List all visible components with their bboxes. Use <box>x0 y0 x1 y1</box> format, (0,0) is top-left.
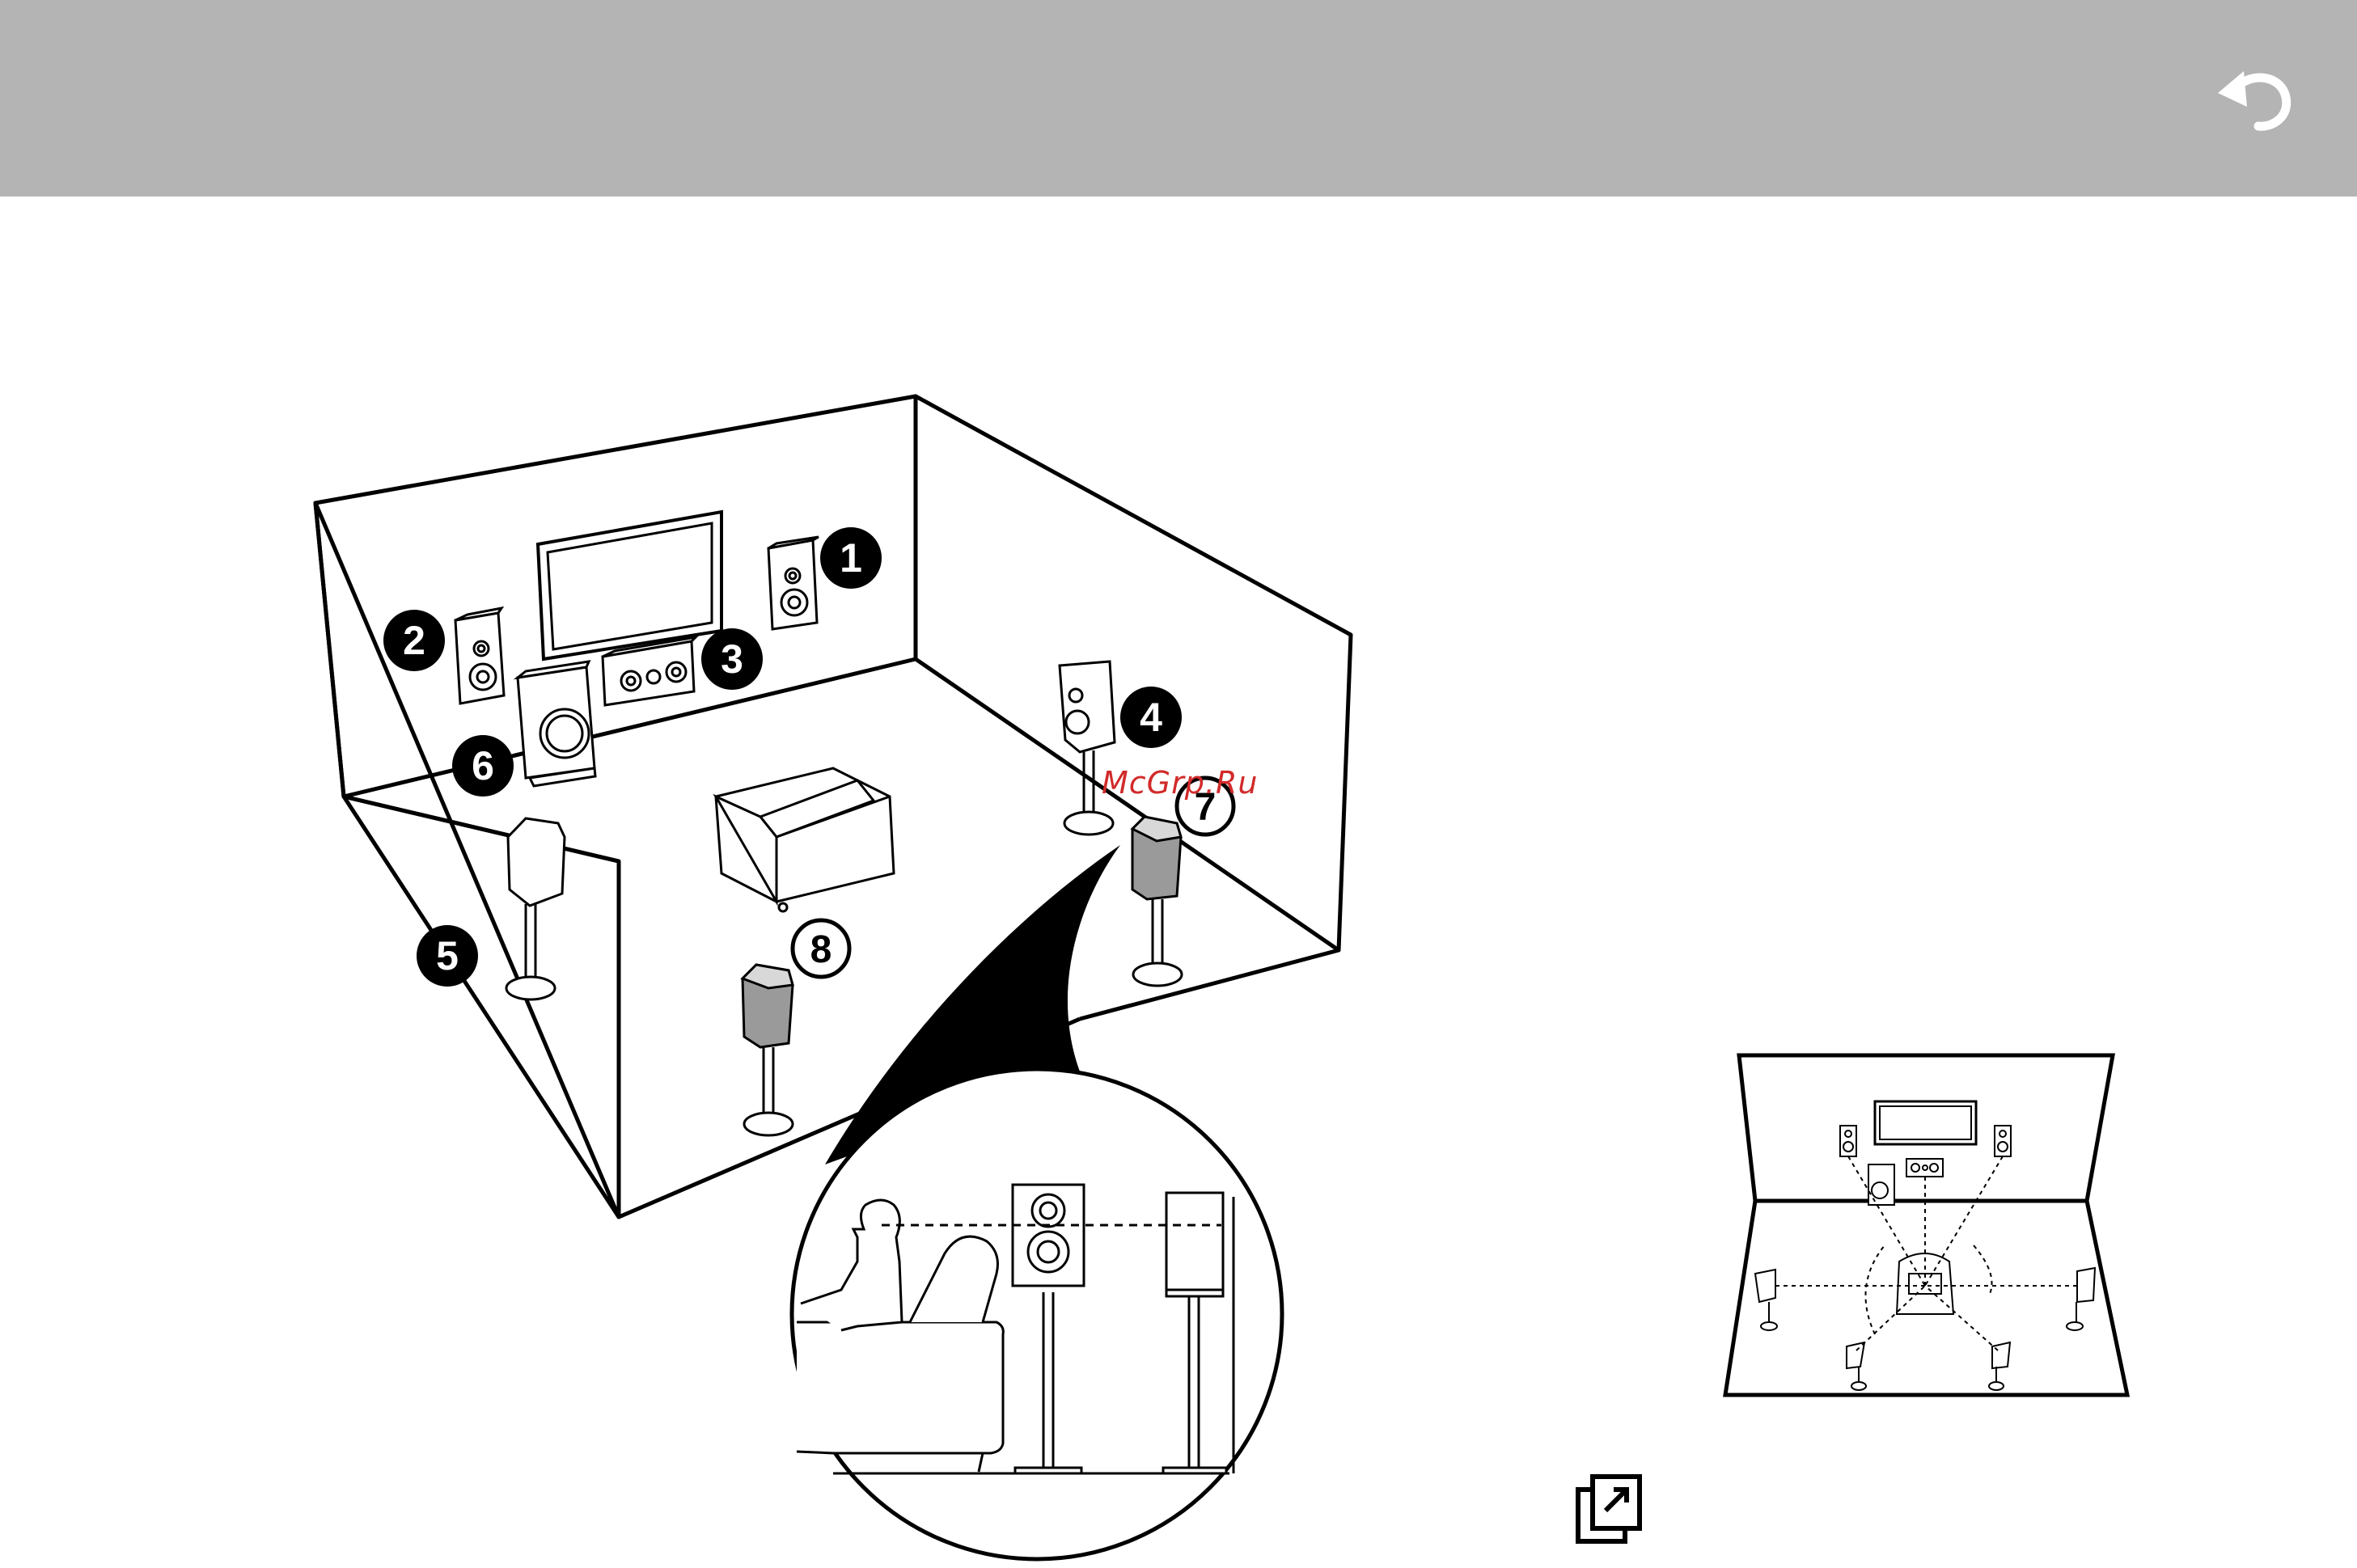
page-reference-icon[interactable] <box>1573 1473 1646 1546</box>
front-left-speaker <box>455 608 504 704</box>
svg-text:8: 8 <box>810 928 832 971</box>
callout-2: 2 <box>383 610 445 671</box>
watermark: McGrp.Ru <box>1102 765 1258 801</box>
surround-back-right-speaker <box>1132 817 1182 986</box>
height-detail-inset <box>792 1069 1282 1559</box>
callout-6: 6 <box>452 735 514 797</box>
svg-text:5: 5 <box>436 933 459 978</box>
callout-1: 1 <box>820 527 882 589</box>
callout-4: 4 <box>1120 687 1182 748</box>
svg-text:1: 1 <box>840 535 862 581</box>
callout-5: 5 <box>417 925 478 987</box>
sofa <box>716 768 894 911</box>
reference-room-diagram <box>1725 1055 2127 1395</box>
surround-back-left-speaker <box>743 965 793 1135</box>
callout-3: 3 <box>701 628 763 690</box>
subwoofer <box>518 661 595 786</box>
svg-text:6: 6 <box>472 743 494 788</box>
svg-text:4: 4 <box>1140 695 1162 740</box>
callout-8: 8 <box>793 920 849 977</box>
front-right-speaker <box>768 537 819 629</box>
svg-text:3: 3 <box>721 636 743 682</box>
svg-text:2: 2 <box>403 618 425 663</box>
